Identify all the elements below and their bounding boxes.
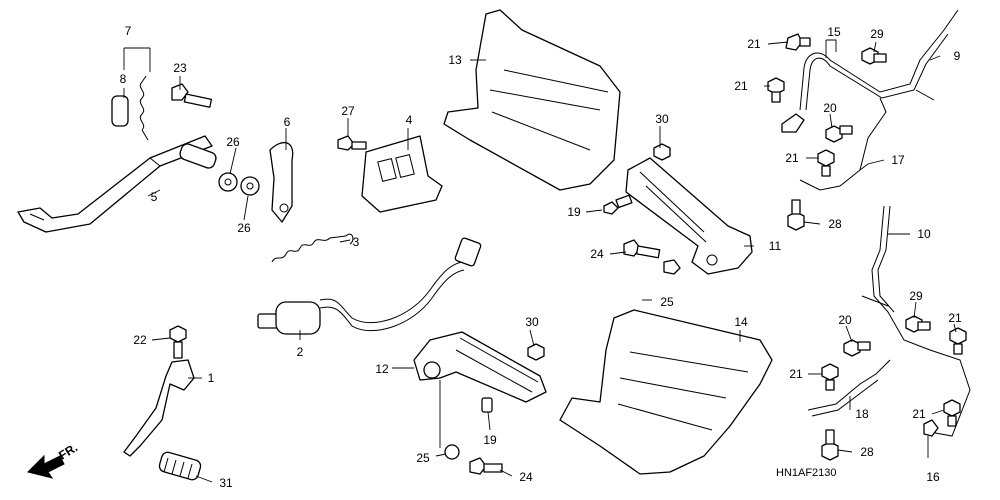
brake-pedal [17,135,217,233]
shift-rubber [158,451,202,481]
callout-30-upper: 30 [655,112,669,126]
callout-31: 31 [219,476,233,490]
callout-21-c: 21 [785,151,799,165]
footpeg-left [413,331,547,403]
switch-bracket [361,135,443,213]
callout-21-e: 21 [948,311,962,325]
callout-21-a: 21 [747,37,761,51]
callout-labels: 7 8 23 6 26 26 5 3 27 4 13 30 19 24 11 2… [56,24,962,490]
callout-1: 1 [208,371,215,385]
callout-24-lower: 24 [519,470,533,484]
skid-plate-upper [443,9,621,191]
callout-25-lower: 25 [416,451,430,465]
callout-27: 27 [341,104,355,118]
return-spring [271,233,354,263]
bolt-20-b [843,339,871,357]
bolt-27 [337,135,367,151]
nut-30-upper [653,143,671,161]
callout-18: 18 [855,407,869,421]
callout-26-lower: 26 [237,221,251,235]
footpeg-right [625,157,753,275]
nut-30-lower [527,343,545,361]
diagram-code: HN1AF2130 [776,467,837,479]
callout-14: 14 [734,315,748,329]
callout-10: 10 [917,227,931,241]
callout-19-upper: 19 [567,205,581,219]
bolt-19-upper [603,194,633,215]
callout-9: 9 [954,49,961,63]
callout-15: 15 [827,25,841,39]
callout-6: 6 [284,115,291,129]
stop-plate [269,141,294,223]
wire-harness-upper [781,9,959,191]
callout-26-upper: 26 [226,135,240,149]
return-spring-small [139,75,149,141]
bolt-21-d [821,363,839,391]
callout-28-lower: 28 [860,445,874,459]
callout-16: 16 [926,470,940,484]
callout-30-lower: 30 [525,315,539,329]
bolt-21-b [767,77,785,103]
callout-21-b: 21 [734,79,748,93]
bolt-22 [169,325,187,359]
bolt-21-a [785,33,811,51]
callout-20-upper: 20 [823,101,837,115]
wire-harness-lower [807,205,971,437]
callout-20-lower: 20 [838,313,852,327]
callout-13: 13 [448,53,462,67]
callout-29-upper: 29 [870,27,884,41]
callout-21-f: 21 [912,407,926,421]
bolt-21-e [949,327,967,355]
callout-19-lower: 19 [483,433,497,447]
callout-21-d: 21 [789,367,803,381]
callout-23: 23 [173,61,187,75]
callout-7: 7 [125,24,132,38]
callout-12: 12 [375,362,389,376]
bolt-19-lower [481,397,493,413]
callout-29-lower: 29 [909,289,923,303]
washer-26 [218,172,260,196]
leader-lines [123,39,957,483]
callout-24-upper: 24 [590,247,604,261]
callout-25-upper: 25 [660,295,674,309]
callout-4: 4 [406,113,413,127]
callout-11: 11 [769,239,782,253]
skid-plate-lower [559,309,773,475]
bolt-21-f [943,399,961,427]
shift-pedal [123,359,195,457]
bolt-21-c [817,149,835,177]
callout-17: 17 [891,153,905,167]
brake-light-switch [257,237,482,335]
callout-8: 8 [120,72,127,86]
callout-3: 3 [353,235,360,249]
bolt-28-a [787,199,805,231]
callout-28-upper: 28 [828,217,842,231]
bolt-24-upper [623,239,681,275]
bolt-29-b [905,315,931,333]
bolt-20-a [825,125,853,143]
bolt-28-b [821,429,839,461]
bolt-24-lower [469,457,503,475]
bolt-23 [171,83,213,108]
callout-2: 2 [297,345,304,359]
callout-22: 22 [133,333,147,347]
washer-25-lower [444,444,460,460]
front-direction-arrow-icon [27,454,65,479]
callout-5: 5 [151,190,158,204]
pivot-pin [111,95,129,127]
